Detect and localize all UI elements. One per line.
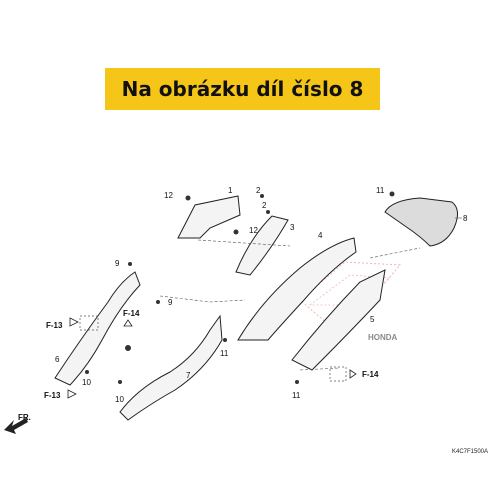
dash-1 <box>197 239 291 247</box>
title-text: Na obrázku díl číslo 8 <box>121 77 364 101</box>
part-8-cover <box>384 197 458 247</box>
part-1-bracket <box>177 195 241 239</box>
svg-text:F-13: F-13 <box>46 321 63 330</box>
callout-2a: 2 <box>256 186 261 195</box>
part-7-cover <box>119 314 223 421</box>
callout-4: 4 <box>318 231 323 240</box>
ref-arrow-f14-left: F-14 <box>123 309 140 327</box>
diagram-code: K4C7F1500A <box>452 449 488 455</box>
callout-11c: 11 <box>292 391 301 400</box>
ref-arrow-f13-top: F-13 <box>46 315 99 331</box>
part-5-cover <box>291 269 386 371</box>
callout-9a: 9 <box>115 259 120 268</box>
callout-2b: 2 <box>262 201 267 210</box>
front-arrow-icon: FR. <box>4 413 31 434</box>
dash-2 <box>159 295 246 303</box>
callout-11b: 11 <box>220 349 229 358</box>
callout-7: 7 <box>186 371 191 380</box>
title-banner: Na obrázku díl číslo 8 <box>105 68 380 110</box>
ref-arrow-f14-right: F-14 <box>329 366 379 382</box>
svg-text:F-14: F-14 <box>123 309 140 318</box>
callout-6: 6 <box>55 355 60 364</box>
part-3-cover <box>235 215 289 276</box>
part-4-side-cover <box>237 237 357 341</box>
callout-3: 3 <box>290 223 295 232</box>
callout-8: 8 <box>463 214 468 223</box>
callout-5: 5 <box>370 315 375 324</box>
ref-arrow-f13-bottom: F-13 <box>44 389 77 400</box>
callout-12a: 12 <box>164 191 173 200</box>
dash-3 <box>299 367 341 371</box>
part-6-frame <box>54 271 141 386</box>
dash-4 <box>369 247 421 259</box>
callout-12b: 12 <box>249 226 258 235</box>
bolts <box>85 191 395 384</box>
svg-text:F-14: F-14 <box>362 370 379 379</box>
svg-text:FR.: FR. <box>18 413 31 422</box>
honda-watermark-text: HONDA <box>368 333 398 342</box>
callout-10a: 10 <box>82 378 91 387</box>
callout-11a: 11 <box>376 186 385 195</box>
callout-10b: 10 <box>115 395 124 404</box>
callout-1: 1 <box>228 186 233 195</box>
svg-text:F-13: F-13 <box>44 391 61 400</box>
callout-9b: 9 <box>168 298 173 307</box>
